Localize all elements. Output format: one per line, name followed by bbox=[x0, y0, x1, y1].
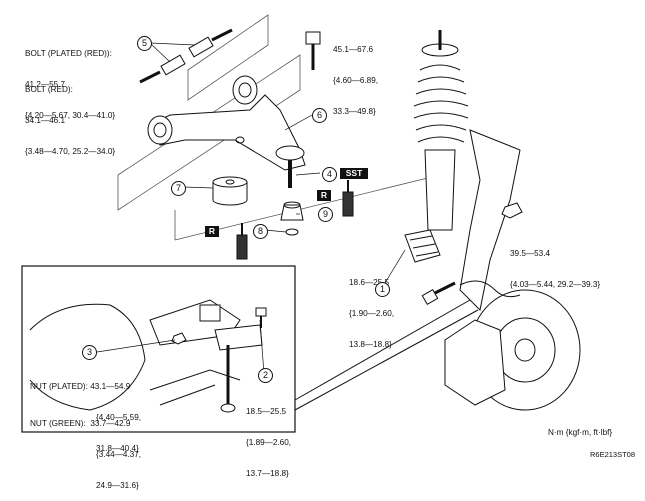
inset-leader-line-1 bbox=[294, 299, 471, 401]
bolt-5-upper bbox=[188, 28, 233, 58]
upper-arm-bolt bbox=[305, 31, 321, 70]
torque-nut-plated: NUT (PLATED): 43.1—54.9 {4.40—5.59, 31.8… bbox=[30, 382, 142, 453]
bolt-5-lower bbox=[139, 54, 186, 84]
drive-shaft-boot bbox=[404, 229, 441, 263]
callout-8: 8 bbox=[253, 224, 268, 239]
new-part-icon-2 bbox=[236, 223, 248, 260]
shock-absorber-strut bbox=[413, 30, 469, 231]
callout-leader-lines bbox=[96, 42, 406, 375]
sst-badge: SST bbox=[340, 168, 368, 179]
units-legend: N·m {kgf·m, ft·lbf} bbox=[548, 428, 613, 437]
brake-caliper bbox=[444, 319, 506, 406]
new-part-icon-1 bbox=[342, 180, 354, 217]
callout-1: 1 bbox=[375, 282, 390, 297]
bushing-7 bbox=[212, 176, 248, 206]
clip-8 bbox=[285, 228, 299, 236]
replace-badge-1: R bbox=[317, 190, 331, 201]
torque-bracket-bolt: 18.6—25.5 {1.90—2.60, 13.8—18.8} bbox=[349, 278, 395, 349]
sensor-bracket-bolt bbox=[421, 281, 456, 306]
torque-knuckle-nut: 39.5—53.4 {4.03—5.44, 29.2—39.3} bbox=[510, 249, 601, 290]
callout-7: 7 bbox=[171, 181, 186, 196]
figure-code: R6E213ST08 bbox=[590, 450, 636, 459]
inset-leader-line-2 bbox=[294, 309, 479, 411]
callout-3: 3 bbox=[82, 345, 97, 360]
upper-arm bbox=[147, 75, 306, 171]
dust-boot-9 bbox=[280, 201, 304, 221]
guide-frame-top bbox=[187, 14, 269, 101]
steering-knuckle bbox=[459, 129, 521, 312]
inset-detail-frame bbox=[21, 265, 296, 433]
knuckle-nut bbox=[501, 202, 523, 219]
torque-upper-bolt: 45.1—67.6 {4.60—6.89, 33.3—49.8} bbox=[333, 45, 379, 116]
torque-nut-green: NUT (GREEN): 33.7—42.9 {3.44—4.37, 24.9—… bbox=[30, 419, 142, 490]
callout-5: 5 bbox=[137, 36, 152, 51]
replace-badge-2: R bbox=[205, 226, 219, 237]
abs-sensor-harness bbox=[459, 280, 521, 298]
callout-9: 9 bbox=[318, 207, 333, 222]
torque-bolt-plated-red: BOLT (PLATED (RED)): 41.2—55.7 {4.20—5.6… bbox=[25, 49, 116, 120]
callout-4: 4 bbox=[322, 167, 337, 182]
callout-2: 2 bbox=[258, 368, 273, 383]
callout-6: 6 bbox=[312, 108, 327, 123]
torque-bolt-red: BOLT (RED): 34.1—46.1 {3.48—4.70, 25.2—3… bbox=[25, 85, 116, 156]
torque-stabilizer-bolt: 18.5—25.5 {1.89—2.60, 13.7—18.8} bbox=[246, 407, 292, 478]
